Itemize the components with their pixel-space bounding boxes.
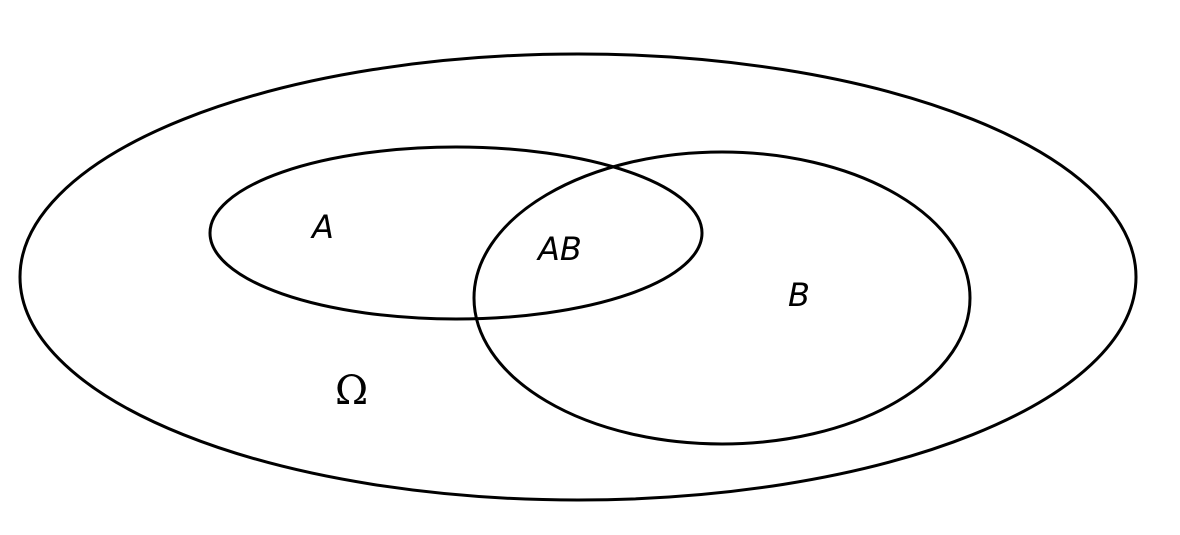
universe-ellipse [18, 52, 1138, 502]
set-a-label: A [310, 208, 334, 246]
set-b-label: B [788, 276, 810, 314]
intersection-label: AB [536, 230, 582, 268]
universe-label: Ω [335, 368, 368, 414]
set-a-ellipse [208, 145, 704, 321]
set-b-ellipse [472, 150, 972, 446]
